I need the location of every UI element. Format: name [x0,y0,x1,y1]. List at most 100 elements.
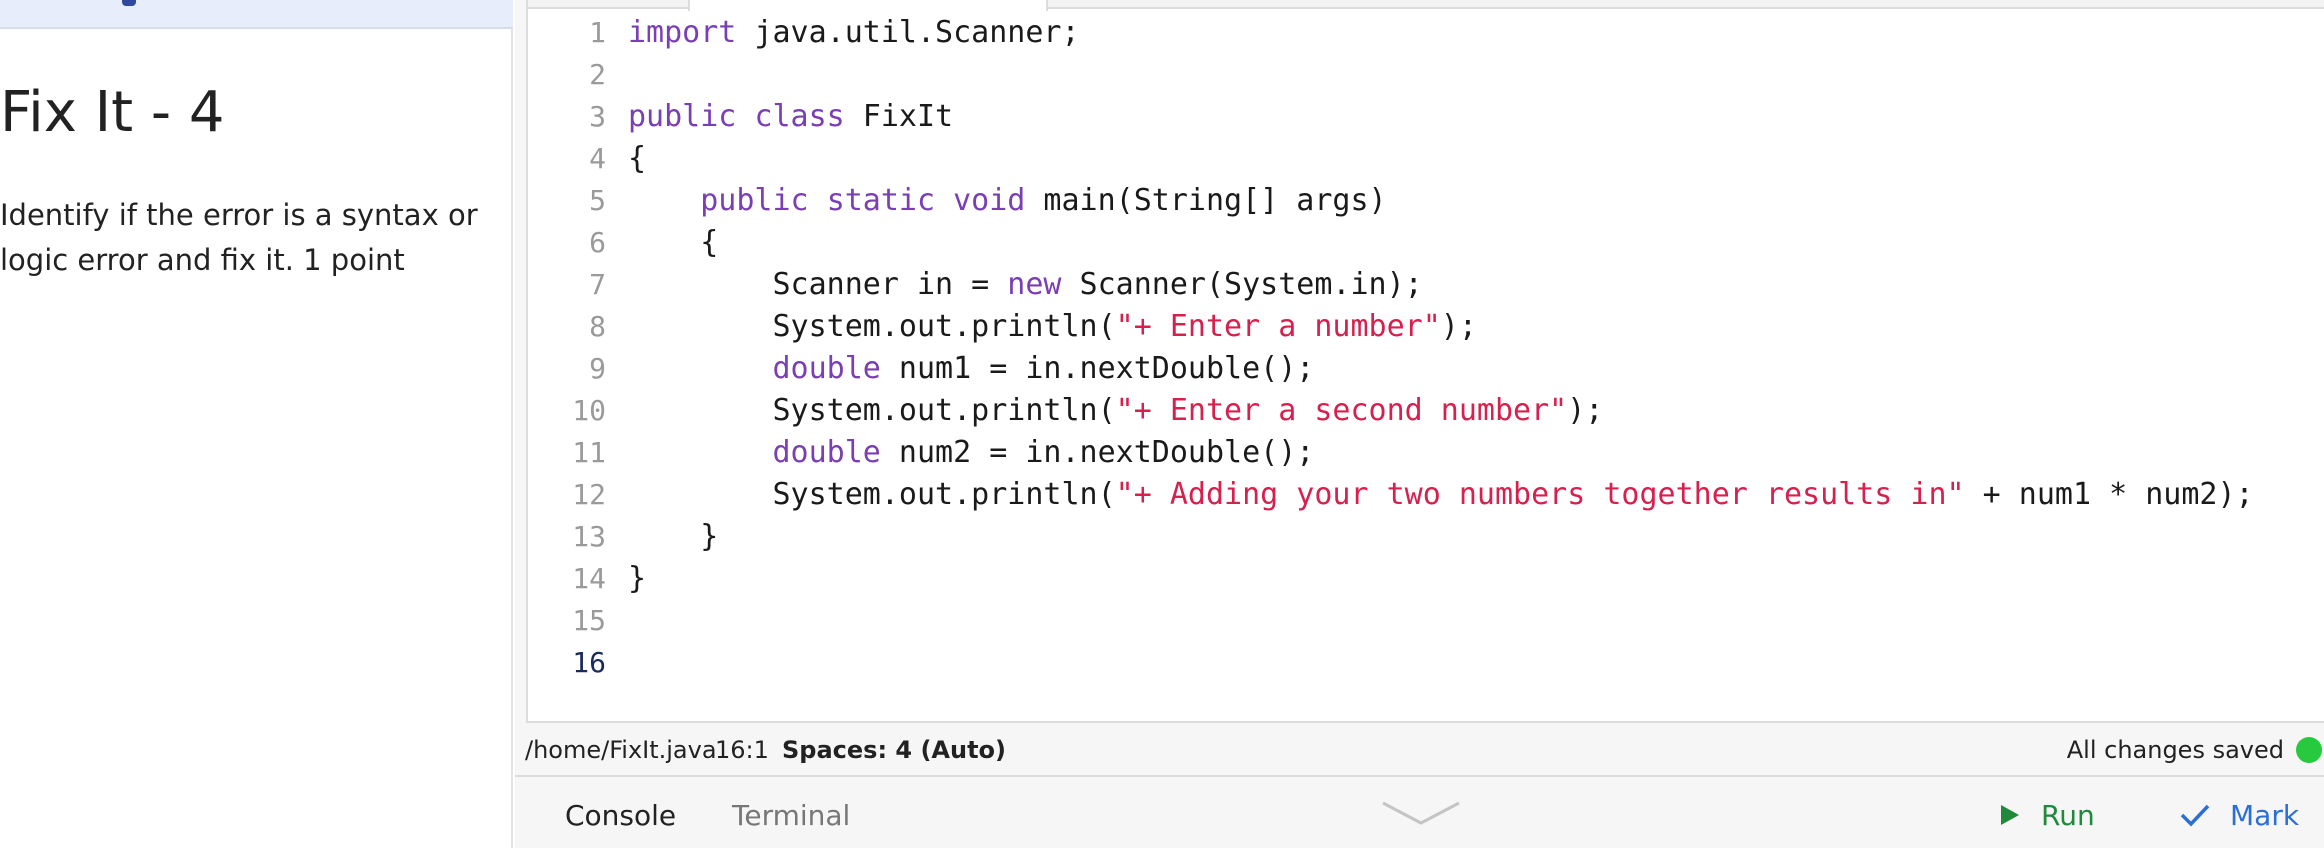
code-keyword: public [700,183,809,218]
code-text: } [628,558,646,600]
line-number: 2 [589,58,606,91]
line-number: 1 [589,16,606,49]
code-text: double num1 = in.nextDouble(); [628,348,1315,390]
code-token [628,183,700,218]
code-text: System.out.println("+ Enter a number"); [628,306,1477,348]
indentation-setting[interactable]: Spaces: 4 (Auto) [782,736,1007,764]
run-button-label: Run [2041,798,2095,832]
code-line[interactable]: 1 import java.util.Scanner; [528,12,2324,54]
mark-button[interactable]: Mark [2180,795,2299,835]
save-status: All changes saved [2066,736,2284,764]
code-token: + num1 * num2); [1964,477,2254,512]
cursor-position: 16:1 [715,736,769,764]
code-token: FixIt [844,99,954,134]
code-text: import java.util.Scanner; [628,12,1080,54]
line-number: 13 [572,520,606,553]
code-token [935,183,953,218]
code-text: } [628,516,718,558]
code-keyword: double [772,351,881,386]
code-keyword: import [628,15,737,50]
code-text: { [628,138,646,180]
code-line[interactable]: 11 double num2 = in.nextDouble(); [528,432,2324,474]
file-path: /home/FixIt.java [525,736,717,764]
lesson-description: Identify if the error is a syntax or log… [0,198,478,277]
code-token: System.out.println( [628,477,1116,512]
code-keyword: new [1007,267,1062,302]
code-keyword: static [826,183,936,218]
code-token [628,351,773,386]
tab-terminal[interactable]: Terminal [732,799,851,832]
saved-status-dot-icon [2296,737,2322,763]
code-line[interactable]: 13 } [528,516,2324,558]
code-line[interactable]: 12 System.out.println("+ Adding your two… [528,474,2324,516]
code-line[interactable]: 5 public static void main(String[] args) [528,180,2324,222]
code-token: { [628,141,647,176]
lesson-title: Fix It - 4 [0,80,225,145]
code-token: main(String[] args) [1025,183,1387,218]
line-number: 14 [572,562,606,595]
code-token [736,99,754,134]
code-token: num2 = in.nextDouble(); [880,435,1315,470]
code-line[interactable]: 16 [528,642,2324,684]
code-token: System.out.println( [628,393,1116,428]
line-number: 12 [572,478,606,511]
code-token: } [628,561,647,596]
code-keyword: void [953,183,1026,218]
code-line[interactable]: 14} [528,558,2324,600]
code-keyword: public [628,99,737,134]
file-tab-strip [528,0,2324,11]
code-line[interactable]: 8 System.out.println("+ Enter a number")… [528,306,2324,348]
line-number: 15 [572,604,606,637]
code-text: { [628,222,718,264]
code-token: num1 = in.nextDouble(); [880,351,1315,386]
line-number: 6 [589,226,606,259]
code-token [809,183,827,218]
code-text: public class FixIt [628,96,953,138]
instructions-pane: Fix It - 4 Identify if the error is a sy… [0,0,513,848]
code-token: { [628,225,719,260]
status-bar: /home/FixIt.java 16:1 Spaces: 4 (Auto) A… [515,723,2324,777]
code-text: public static void main(String[] args) [628,180,1387,222]
code-string: "+ Enter a number" [1115,309,1441,344]
code-text: System.out.println("+ Adding your two nu… [628,474,2254,516]
file-tab-active[interactable] [688,0,1048,11]
chevron-down-icon[interactable] [1381,801,1461,827]
code-line[interactable]: 6 { [528,222,2324,264]
code-line[interactable]: 15 [528,600,2324,642]
code-string: "+ Enter a second number" [1115,393,1568,428]
code-line[interactable]: 4{ [528,138,2324,180]
code-keyword: class [754,99,845,134]
line-number: 16 [572,646,606,679]
bottom-panel-bar: Console Terminal Run Mark [515,777,2324,848]
code-line[interactable]: 2 [528,54,2324,96]
instructions-header-bar [0,0,513,29]
code-keyword: double [772,435,881,470]
code-string: "+ Adding your two numbers together resu… [1115,477,1965,512]
code-line[interactable]: 9 double num1 = in.nextDouble(); [528,348,2324,390]
line-number: 7 [589,268,606,301]
code-text: double num2 = in.nextDouble(); [628,432,1315,474]
mark-button-label: Mark [2230,798,2300,832]
tab-console[interactable]: Console [565,799,677,832]
play-icon [2001,805,2019,825]
code-token: Scanner(System.in); [1061,267,1423,302]
line-number: 10 [572,394,606,427]
code-line[interactable]: 7 Scanner in = new Scanner(System.in); [528,264,2324,306]
code-token [628,435,773,470]
code-token: System.out.println( [628,309,1116,344]
line-number: 4 [589,142,606,175]
code-token: Scanner in = [628,267,1008,302]
code-token: ); [1440,309,1477,344]
code-line[interactable]: 10 System.out.println("+ Enter a second … [528,390,2324,432]
line-number: 11 [572,436,606,469]
line-number: 8 [589,310,606,343]
header-indicator [122,0,136,6]
run-button[interactable]: Run [1999,795,2095,835]
code-token: java.util.Scanner; [736,15,1080,50]
line-number: 5 [589,184,606,217]
code-token: ); [1567,393,1604,428]
